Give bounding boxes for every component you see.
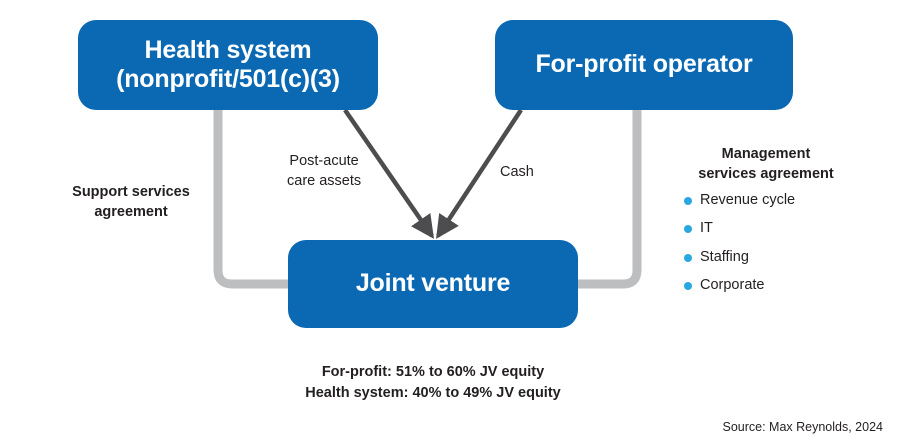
edge-label-support-services-agreement: Support services agreement — [72, 184, 190, 221]
management-services-agreement-title: Management services agreement — [698, 146, 834, 183]
source-caption: Source: Max Reynolds, 2024 — [722, 420, 883, 434]
list-item-label: IT — [700, 220, 713, 237]
list-item-label: Corporate — [700, 277, 765, 294]
list-item: Revenue cycle — [680, 191, 885, 208]
list-item-label: Revenue cycle — [700, 191, 796, 208]
support-services-connector — [213, 110, 296, 289]
management-services-list: Revenue cycle IT Staffing Corporate — [680, 191, 885, 293]
management-services-connector — [570, 110, 642, 289]
node-for-profit-operator-label: For-profit operator — [535, 50, 753, 79]
bullet-dot-icon — [684, 225, 692, 234]
bullet-dot-icon — [684, 282, 692, 291]
node-joint-venture-label: Joint venture — [355, 269, 511, 298]
edge-label-cash: Cash — [500, 164, 534, 180]
node-joint-venture[interactable]: Joint venture — [288, 240, 578, 328]
edge-label-post-acute-care-assets: Post-acute care assets — [287, 153, 362, 189]
list-item: Corporate — [680, 278, 885, 293]
node-health-system[interactable]: Health system (nonprofit/501(c)(3) — [78, 20, 378, 110]
node-for-profit-operator[interactable]: For-profit operator — [495, 20, 793, 110]
management-services-agreement-block: Management services agreement Revenue cy… — [680, 144, 885, 307]
equity-split-note: For-profit: 51% to 60% JV equity Health … — [305, 364, 561, 402]
bullet-dot-icon — [684, 253, 692, 262]
list-item: IT — [680, 221, 885, 236]
list-item: Staffing — [680, 248, 885, 265]
bullet-dot-icon — [684, 196, 692, 205]
list-item-label: Staffing — [700, 248, 749, 265]
node-health-system-label: Health system (nonprofit/501(c)(3) — [116, 35, 340, 94]
